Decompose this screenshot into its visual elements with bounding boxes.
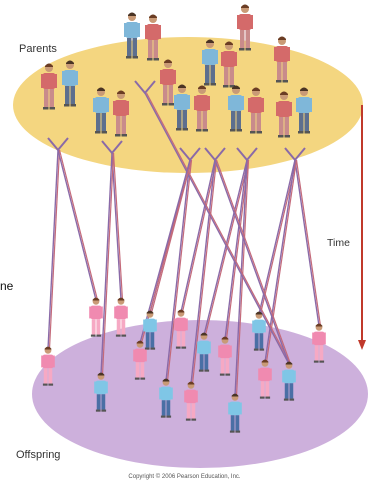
lineage-line: [48, 150, 58, 349]
time-arrow-head: [358, 340, 366, 350]
lineage-line: [50, 150, 60, 349]
girl-offspring-icon: [89, 298, 103, 337]
lineage-line: [297, 160, 321, 326]
lineage-line: [295, 160, 319, 326]
offspring-label: Offspring: [16, 449, 60, 461]
lineage-line: [112, 153, 121, 300]
lineage-line: [114, 153, 123, 300]
lineage-line: [60, 150, 98, 300]
cut-off-text: ne: [0, 279, 13, 293]
copyright-notice: Copyright © 2006 Pearson Education, Inc.: [0, 474, 369, 480]
parents-label: Parents: [19, 43, 57, 55]
lineage-line: [58, 150, 96, 300]
time-label: Time: [327, 237, 350, 249]
